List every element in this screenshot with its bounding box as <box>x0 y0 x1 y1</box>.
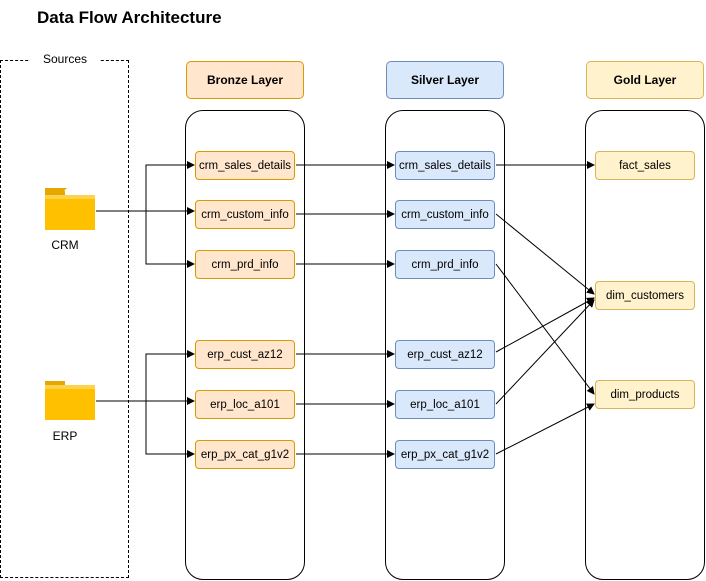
erp-folder-icon <box>45 381 95 420</box>
silver-node-erp-px-cat-g1v2: erp_px_cat_g1v2 <box>395 440 495 469</box>
source-crm-label: CRM <box>51 238 79 252</box>
diagram-title: Data Flow Architecture <box>37 8 222 27</box>
silver-layer-column <box>385 110 505 580</box>
silver-node-crm-sales-details: crm_sales_details <box>395 151 495 180</box>
gold-node-dim-customers: dim_customers <box>595 281 695 310</box>
bronze-node-crm-sales-details: crm_sales_details <box>195 151 295 180</box>
bronze-node-erp-px-cat-g1v2: erp_px_cat_g1v2 <box>195 440 295 469</box>
gold-node-dim-products: dim_products <box>595 380 695 409</box>
gold-layer-header: Gold Layer <box>586 61 704 99</box>
bronze-node-erp-cust-az12: erp_cust_az12 <box>195 340 295 369</box>
bronze-layer-column <box>185 110 305 580</box>
source-erp-label: ERP <box>52 429 78 443</box>
silver-node-crm-prd-info: crm_prd_info <box>395 250 495 279</box>
sources-label: Sources <box>30 52 100 66</box>
bronze-node-crm-custom-info: crm_custom_info <box>195 200 295 229</box>
gold-node-fact-sales: fact_sales <box>595 151 695 180</box>
bronze-node-erp-loc-a101: erp_loc_a101 <box>195 390 295 419</box>
bronze-node-crm-prd-info: crm_prd_info <box>195 250 295 279</box>
silver-node-crm-custom-info: crm_custom_info <box>395 200 495 229</box>
silver-node-erp-cust-az12: erp_cust_az12 <box>395 340 495 369</box>
silver-layer-header: Silver Layer <box>386 61 504 99</box>
crm-folder-icon <box>45 188 95 230</box>
bronze-layer-header: Bronze Layer <box>186 61 304 99</box>
gold-layer-column <box>585 110 705 580</box>
silver-node-erp-loc-a101: erp_loc_a101 <box>395 390 495 419</box>
